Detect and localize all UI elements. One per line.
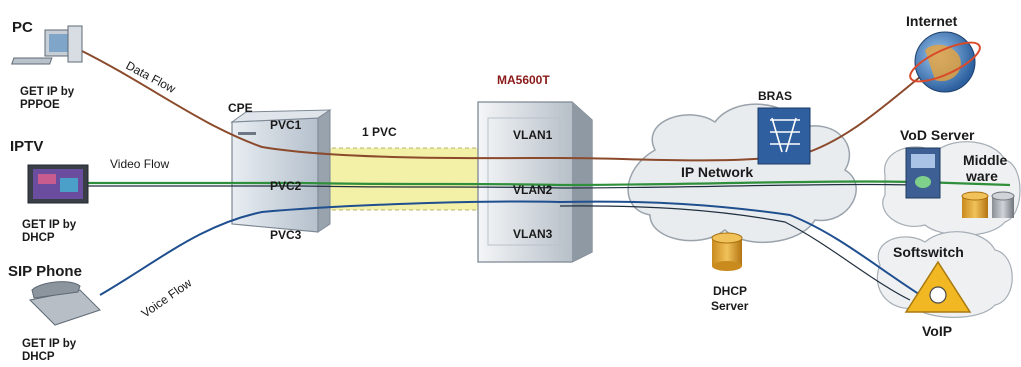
olt-title: MA5600T <box>497 73 550 87</box>
pc-ip-line1: GET IP by <box>20 86 75 98</box>
softswitch-icon <box>904 260 972 313</box>
sip-ip-line2: DHCP <box>22 351 55 363</box>
bras-icon <box>757 107 811 165</box>
flow-lines <box>79 49 1011 301</box>
pvc2-label: PVC2 <box>270 179 302 193</box>
data-flow-line <box>79 49 936 162</box>
sip-phone-label: SIP Phone <box>8 263 82 280</box>
vlan3-label: VLAN3 <box>513 227 553 241</box>
tv-icon <box>27 164 89 204</box>
voice-flow-label: Voice Flow <box>139 276 195 321</box>
iptv-label: IPTV <box>10 138 43 155</box>
middleware-storage-icon <box>961 191 1015 218</box>
voip-label: VoIP <box>922 323 952 339</box>
sip-ip-line1: GET IP by <box>22 338 77 350</box>
iptv-ip-line2: DHCP <box>22 232 55 244</box>
dhcp-server-icon <box>711 232 743 271</box>
internet-globe-icon <box>909 31 981 93</box>
vlan2-label: VLAN2 <box>513 183 553 197</box>
internet-label: Internet <box>906 13 958 29</box>
pc-icon <box>11 25 83 65</box>
video-flow-label: Video Flow <box>110 157 169 171</box>
vod-server-label: VoD Server <box>900 127 975 143</box>
voice-flow-line <box>99 200 926 299</box>
tunnel-label: 1 PVC <box>362 125 397 139</box>
vlan1-label: VLAN1 <box>513 128 553 142</box>
middleware-label-line1: Middle <box>963 152 1008 168</box>
pvc3-label: PVC3 <box>270 228 302 242</box>
pc-label: PC <box>12 19 33 36</box>
video-flow-line <box>85 180 1011 187</box>
cpe-label: CPE <box>228 101 253 115</box>
iptv-ip-line1: GET IP by <box>22 219 77 231</box>
phone-icon <box>28 281 101 326</box>
cpe-device <box>230 109 332 233</box>
dhcp-label-line2: Server <box>711 299 749 313</box>
vod-server-icon <box>905 147 941 199</box>
pc-ip-line2: PPPOE <box>20 99 60 111</box>
middleware-label-line2: ware <box>965 168 998 184</box>
dhcp-label-line1: DHCP <box>713 284 747 298</box>
bras-label: BRAS <box>758 89 792 103</box>
pvc1-label: PVC1 <box>270 118 302 132</box>
ip-network-label: IP Network <box>681 164 753 180</box>
softswitch-label: Softswitch <box>893 244 964 260</box>
olt-device <box>477 101 593 263</box>
